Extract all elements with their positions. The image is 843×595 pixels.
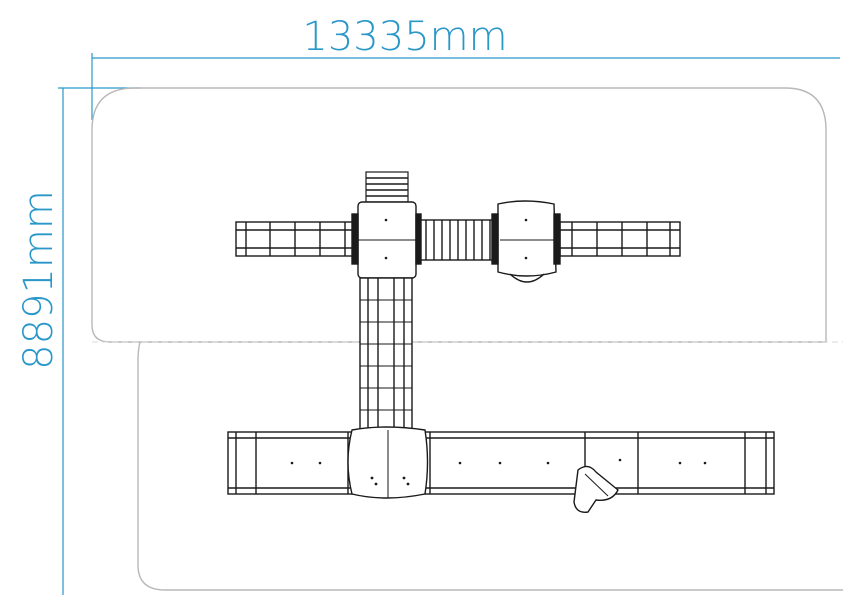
left-tower-platform	[351, 201, 422, 279]
dimension-annotations: 13335mm 8891mm	[16, 14, 840, 595]
left-upper-bridge	[235, 221, 359, 257]
lower-right-seat	[573, 465, 619, 513]
right-upper-bridge	[559, 221, 681, 257]
net-bridge	[415, 219, 499, 261]
play-structure	[227, 171, 775, 513]
height-dimension-label: 8891mm	[16, 190, 62, 370]
right-tower-platform	[491, 200, 561, 283]
safety-zone-outline	[91, 87, 843, 591]
top-ladder	[365, 171, 409, 203]
lower-central-platform	[347, 426, 429, 499]
vertical-tunnel	[359, 277, 413, 431]
width-dimension-label: 13335mm	[302, 14, 507, 60]
platform-markers	[290, 218, 707, 486]
